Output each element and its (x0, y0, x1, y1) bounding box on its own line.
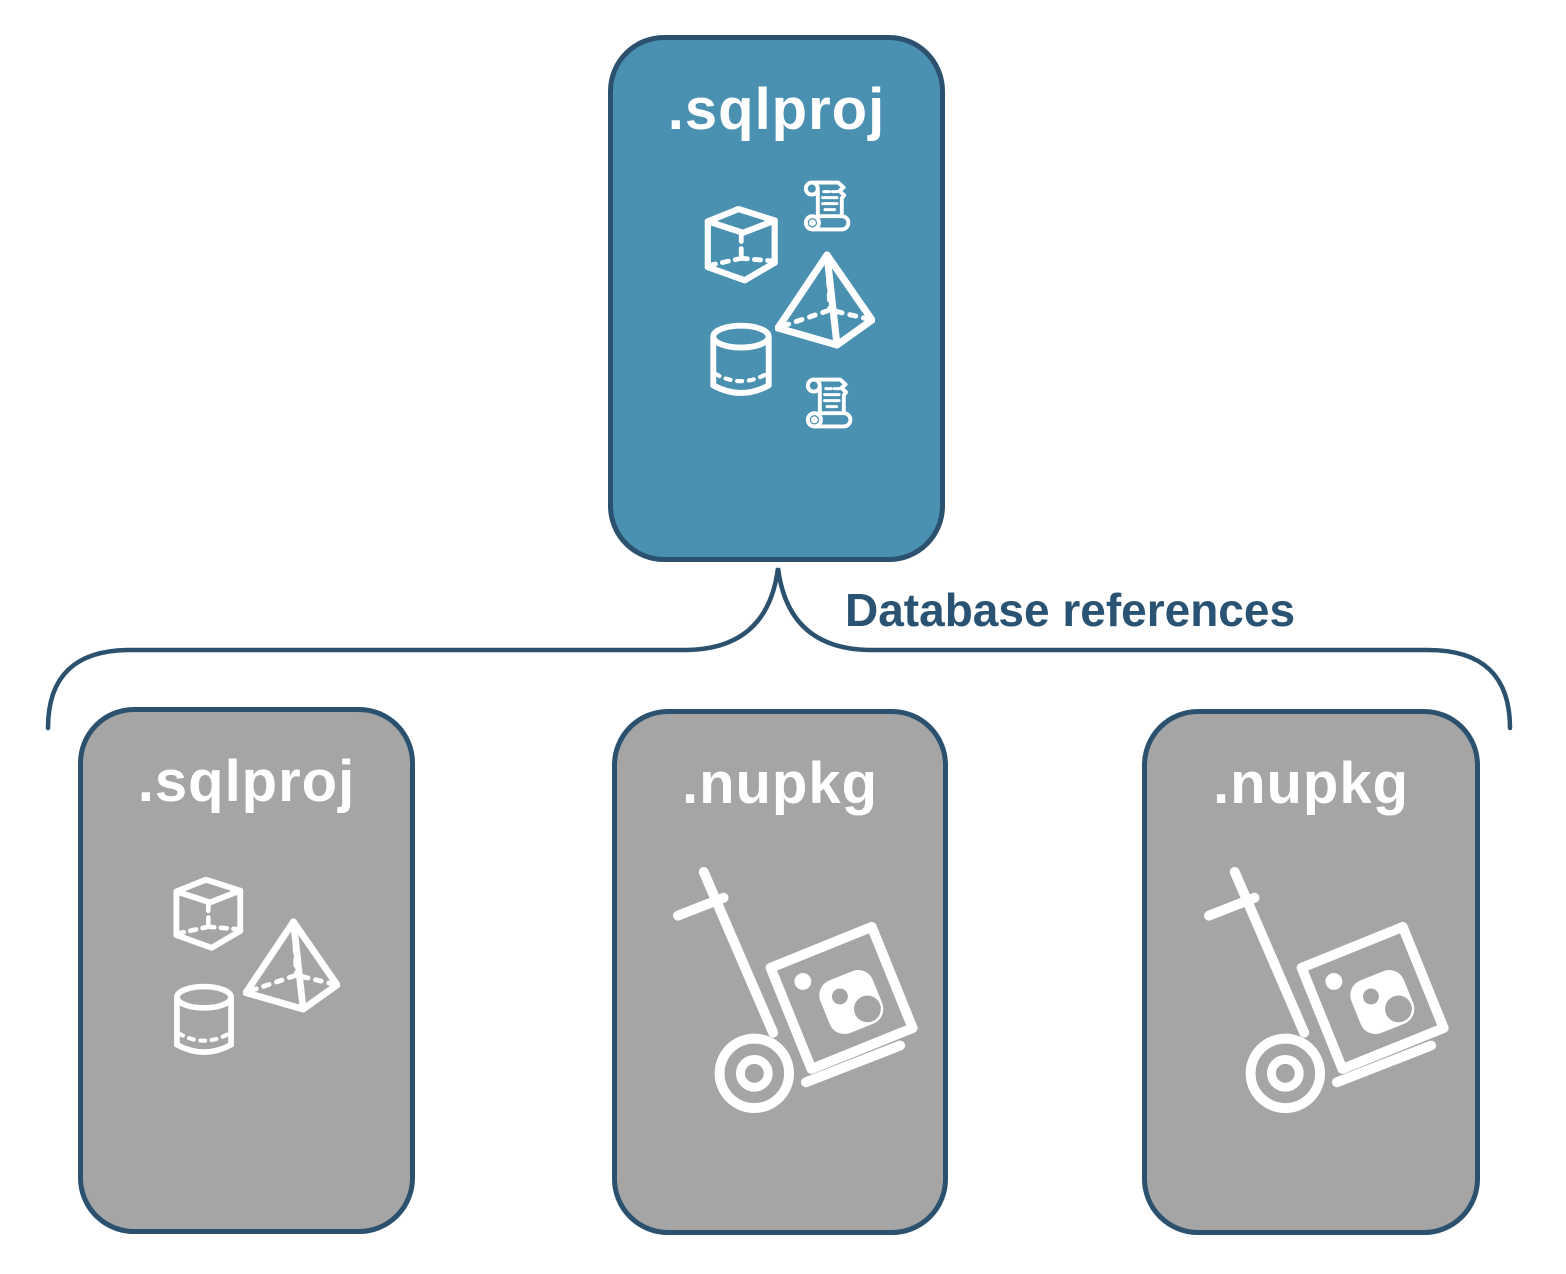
ref-card-label: .nupkg (1212, 751, 1410, 816)
nuget-handtruck-icon (1201, 866, 1449, 1114)
connector-label: Database references (845, 584, 1296, 636)
cube-icon (168, 873, 252, 957)
scroll-icon (797, 370, 857, 430)
cylinder-icon (699, 319, 783, 403)
ref-nupkg-card-1: .nupkg (612, 709, 948, 1235)
pyramid-icon (243, 917, 340, 1014)
root-card-label: .sqlproj (667, 77, 886, 142)
cube-icon (699, 202, 787, 290)
root-sqlproj-card: .sqlproj (608, 35, 945, 562)
ref-sqlproj-card: .sqlproj (78, 707, 415, 1234)
nuget-handtruck-icon (670, 866, 918, 1114)
pyramid-icon (775, 250, 875, 350)
scroll-icon (795, 173, 855, 233)
ref-nupkg-card-2: .nupkg (1142, 709, 1480, 1235)
ref-card-label: .nupkg (681, 751, 879, 816)
cylinder-icon (163, 980, 245, 1062)
ref-card-label: .sqlproj (137, 749, 356, 814)
brace-connector (45, 567, 1513, 731)
